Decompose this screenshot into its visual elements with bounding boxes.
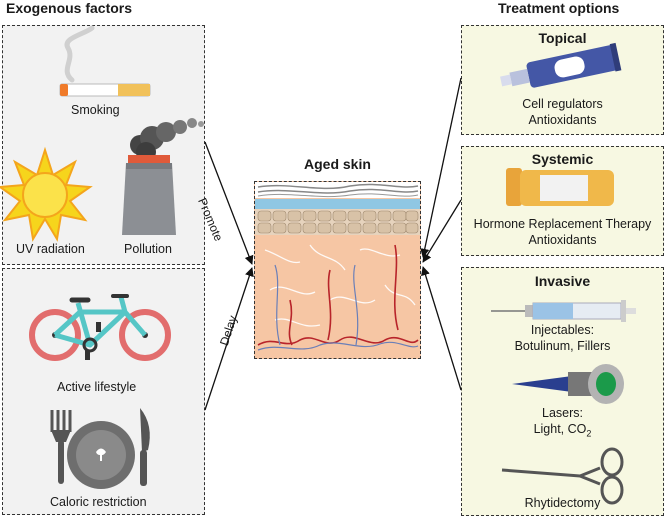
lasers-line1: Lasers: bbox=[542, 406, 583, 420]
pill-bottle-icon bbox=[506, 168, 614, 206]
topical-line1: Cell regulators bbox=[522, 97, 603, 111]
laser-device-icon bbox=[512, 364, 624, 404]
pollution-label: Pollution bbox=[124, 242, 172, 256]
lasers-line2-text: Light, CO bbox=[533, 422, 587, 436]
active-lifestyle-label: Active lifestyle bbox=[57, 380, 137, 394]
aged-skin-title: Aged skin bbox=[304, 156, 371, 172]
cigarette-icon bbox=[59, 25, 151, 97]
rhytidectomy-label: Rhytidectomy bbox=[524, 496, 601, 510]
treatment-options-heading: Treatment options bbox=[498, 0, 620, 16]
scissors-icon bbox=[501, 447, 624, 505]
systemic-line1: Hormone Replacement Therapy bbox=[473, 217, 652, 231]
injectables-line2: Botulinum, Fillers bbox=[514, 339, 611, 353]
cream-tube-icon bbox=[500, 42, 622, 88]
injectables-line1: Injectables: bbox=[530, 323, 595, 337]
smoking-label: Smoking bbox=[71, 103, 120, 117]
factory-chimney-icon bbox=[122, 118, 204, 235]
lasers-line2: Light, CO2 bbox=[461, 422, 664, 439]
syringe-icon bbox=[491, 300, 636, 322]
skin-cross-section-icon bbox=[255, 182, 420, 351]
plate-cutlery-icon bbox=[50, 408, 150, 489]
invasive-title: Invasive bbox=[534, 273, 591, 289]
systemic-title: Systemic bbox=[531, 151, 594, 167]
bicycle-icon bbox=[29, 294, 171, 361]
uv-radiation-label: UV radiation bbox=[16, 242, 85, 256]
topical-line2: Antioxidants bbox=[528, 113, 597, 127]
systemic-line2: Antioxidants bbox=[528, 233, 597, 247]
exogenous-factors-heading: Exogenous factors bbox=[6, 0, 133, 16]
caloric-restriction-label: Caloric restriction bbox=[50, 495, 147, 509]
co2-subscript: 2 bbox=[586, 428, 592, 439]
sun-icon bbox=[0, 146, 93, 242]
topical-title: Topical bbox=[538, 30, 587, 46]
